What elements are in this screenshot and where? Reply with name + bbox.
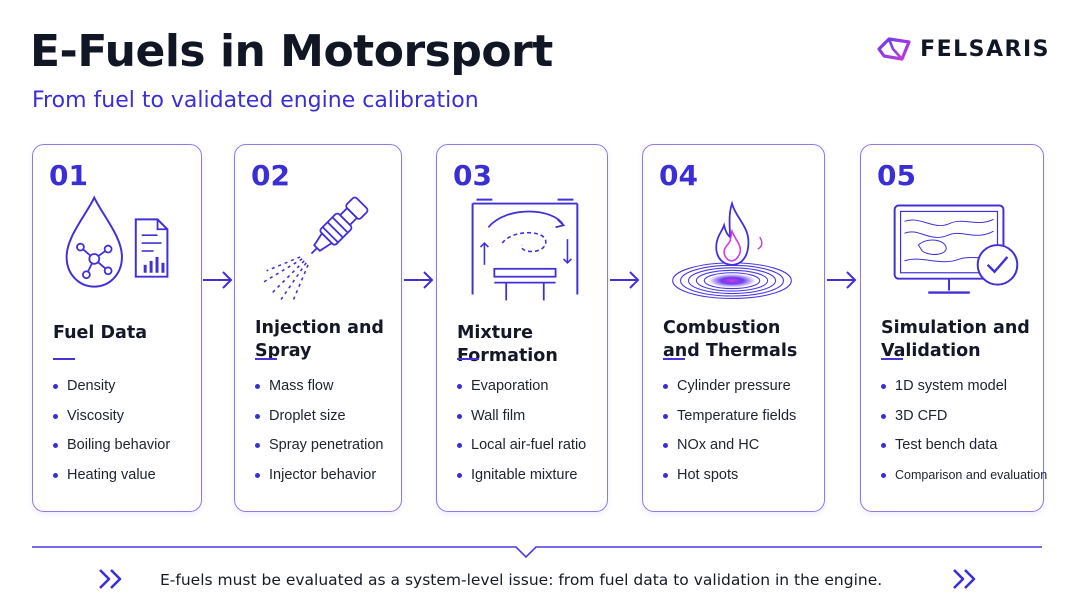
- list-item: Ignitable mixture: [457, 465, 601, 495]
- step-card-simulation: 05 Simulation and Validation 1D system m…: [860, 144, 1047, 512]
- list-item: Density: [53, 376, 195, 406]
- step-list: Cylinder pressure Temperature fields NOx…: [663, 376, 818, 494]
- double-chevron-right-icon: [953, 569, 976, 589]
- step-title: Fuel Data: [53, 323, 148, 343]
- fuel-drop-document-icon: [65, 195, 169, 288]
- arrow-right-icon: [404, 271, 434, 289]
- step-card-injection: 02 Injection and Spray Mass flow Droplet…: [234, 144, 402, 512]
- monitor-check-icon: [893, 204, 1019, 294]
- list-item: 3D CFD: [881, 406, 1037, 436]
- list-item: Boiling behavior: [53, 435, 195, 465]
- title-divider: [457, 358, 479, 360]
- step-number: 03: [453, 159, 492, 192]
- list-item: Cylinder pressure: [663, 376, 818, 406]
- list-item: Wall film: [457, 406, 601, 436]
- double-chevron-right-icon: [99, 569, 122, 589]
- step-list: Mass flow Droplet size Spray penetration…: [255, 376, 395, 494]
- step-card-fuel-data: 01 Fuel Data Density Viscosity Boiling b…: [32, 144, 202, 512]
- list-item: Comparison and evaluation: [881, 465, 1047, 495]
- arrow-right-icon: [203, 271, 233, 289]
- list-item: NOx and HC: [663, 435, 818, 465]
- list-item: Droplet size: [255, 406, 395, 436]
- list-item: Local air-fuel ratio: [457, 435, 601, 465]
- list-item: Heating value: [53, 465, 195, 495]
- step-title: Simulation and Validation: [881, 318, 1030, 361]
- list-item: Spray penetration: [255, 435, 395, 465]
- step-list: Density Viscosity Boiling behavior Heati…: [53, 376, 195, 494]
- step-title: Injection and Spray: [255, 318, 384, 361]
- page-title: E-Fuels in Motorsport: [30, 26, 553, 77]
- cylinder-swirl-icon: [471, 198, 579, 301]
- arrow-right-icon: [827, 271, 857, 289]
- felsaris-logo-icon: [877, 37, 911, 61]
- injector-spray-icon: [262, 196, 369, 303]
- step-number: 01: [49, 159, 88, 192]
- list-item: Viscosity: [53, 406, 195, 436]
- step-number: 05: [877, 159, 916, 192]
- step-list: Evaporation Wall film Local air-fuel rat…: [457, 376, 601, 494]
- list-item: Temperature fields: [663, 406, 818, 436]
- title-divider: [53, 358, 75, 360]
- list-item: Test bench data: [881, 435, 1037, 465]
- flame-heat-icon: [672, 200, 792, 300]
- step-card-combustion: 04 Combustion and Thermals Cylinder pres…: [642, 144, 825, 512]
- list-item: Injector behavior: [255, 465, 395, 495]
- list-item: Mass flow: [255, 376, 395, 406]
- callout-divider: [32, 546, 1042, 559]
- footer-statement: E-fuels must be evaluated as a system-le…: [160, 571, 883, 589]
- step-title: Combustion and Thermals: [663, 318, 798, 361]
- title-divider: [663, 358, 685, 360]
- page-subtitle: From fuel to validated engine calibratio…: [32, 88, 479, 113]
- brand-name: FELSARIS: [920, 36, 1050, 62]
- title-divider: [881, 358, 903, 360]
- list-item: 1D system model: [881, 376, 1037, 406]
- step-list: 1D system model 3D CFD Test bench data C…: [881, 376, 1047, 495]
- list-item: Hot spots: [663, 465, 818, 495]
- step-card-mixture: 03 Mixture Formation Evaporation Wall fi…: [436, 144, 608, 512]
- title-divider: [255, 358, 277, 360]
- step-title: Mixture Formation: [457, 323, 558, 366]
- arrow-right-icon: [610, 271, 640, 289]
- brand-logo: FELSARIS: [876, 36, 1050, 62]
- step-number: 04: [659, 159, 698, 192]
- list-item: Evaporation: [457, 376, 601, 406]
- step-number: 02: [251, 159, 290, 192]
